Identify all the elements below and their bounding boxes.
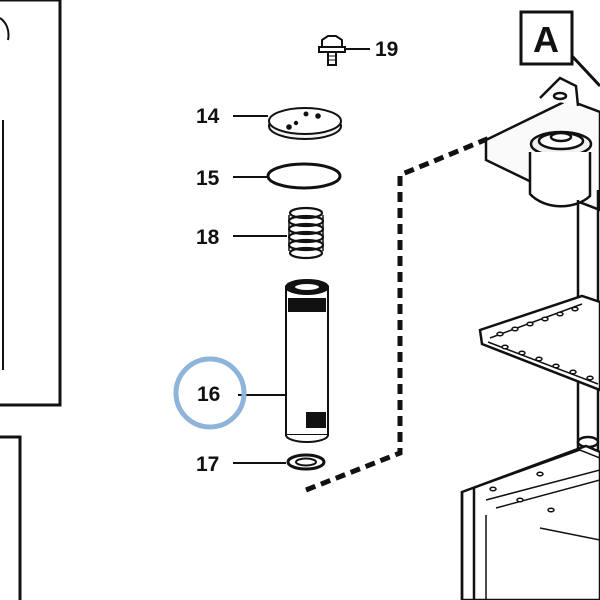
callout-17: 17 [196, 453, 219, 476]
callout-15: 15 [196, 167, 220, 190]
callout-18: 18 [196, 226, 220, 249]
dashed-connector [305, 134, 493, 493]
view-label-box: A [519, 10, 600, 88]
o-ring-part [266, 162, 342, 190]
left-frame-bottom [0, 435, 22, 600]
bolt-part [318, 35, 346, 66]
cover-plate-part [268, 107, 342, 140]
filter-element-part [285, 279, 329, 443]
housing-assembly [460, 76, 600, 600]
highlight-circle [173, 356, 247, 430]
left-frame-top [0, 0, 62, 407]
callout-19: 19 [375, 38, 398, 61]
seal-ring-part [286, 453, 326, 471]
spring-part [287, 206, 325, 260]
callout-14: 14 [196, 105, 220, 128]
callout-16: 16 [197, 383, 220, 406]
view-label: A [533, 19, 559, 60]
